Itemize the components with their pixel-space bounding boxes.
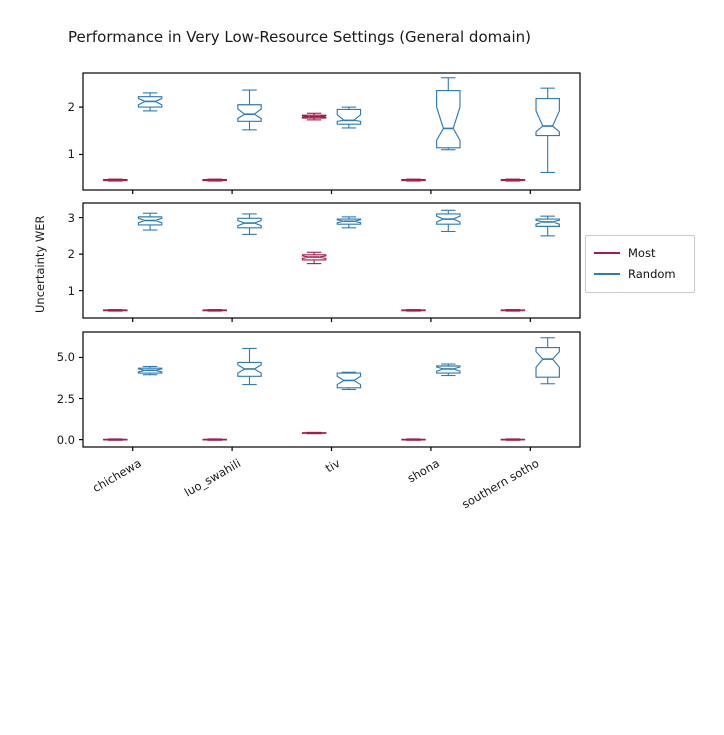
y-tick-label: 1 xyxy=(67,147,75,162)
boxplot-random-4 xyxy=(535,215,560,237)
panel-frame xyxy=(82,72,581,191)
y-tick-label: 5.0 xyxy=(56,350,75,365)
boxplot-random-1 xyxy=(237,347,262,386)
legend-item-random[interactable]: Random xyxy=(594,265,676,283)
y-tick-label: 3 xyxy=(67,210,75,225)
y-tick-label: 0.0 xyxy=(56,432,75,447)
boxplot-most-2 xyxy=(301,251,327,265)
boxplot-most-2 xyxy=(301,112,327,121)
boxplot-most-4 xyxy=(500,309,526,312)
box-notched xyxy=(336,108,362,125)
boxplot-random-2 xyxy=(336,216,362,229)
boxplot-most-0 xyxy=(103,438,128,441)
panel-frame xyxy=(82,331,581,448)
panel-frame xyxy=(82,202,581,319)
boxplot-most-1 xyxy=(202,438,227,441)
boxplot-most-0 xyxy=(103,178,128,182)
boxplot-random-4 xyxy=(535,337,560,385)
boxplot-most-1 xyxy=(202,309,227,312)
box-notched xyxy=(436,89,461,149)
boxplot-random-0 xyxy=(137,212,163,231)
boxplot-most-0 xyxy=(103,309,128,312)
y-tick-label: 2 xyxy=(67,100,75,115)
boxplot-random-2 xyxy=(336,106,362,129)
boxplot-random-3 xyxy=(436,209,461,233)
y-tick-label: 2.5 xyxy=(56,391,75,406)
boxplot-svg xyxy=(79,72,581,451)
legend: Most Random xyxy=(585,235,695,293)
boxplot-random-0 xyxy=(137,365,163,376)
legend-swatch-random xyxy=(594,273,620,275)
box-notched xyxy=(535,347,560,378)
boxplot-most-3 xyxy=(401,178,426,182)
panel-1 xyxy=(79,202,581,322)
boxplot-random-3 xyxy=(436,363,461,377)
legend-label-most: Most xyxy=(628,246,656,260)
boxplot-random-4 xyxy=(535,87,560,174)
boxplot-most-2 xyxy=(301,431,327,435)
boxplot-random-2 xyxy=(336,371,362,391)
boxplot-most-3 xyxy=(401,438,426,441)
boxplot-most-3 xyxy=(401,309,426,312)
boxplot-random-1 xyxy=(237,213,262,235)
boxplot-most-4 xyxy=(500,438,526,441)
boxplot-random-0 xyxy=(137,92,163,112)
y-tick-label: 1 xyxy=(67,283,75,298)
boxplot-random-3 xyxy=(436,77,461,151)
box-notched xyxy=(237,104,262,122)
legend-item-most[interactable]: Most xyxy=(594,244,655,262)
boxplot-most-1 xyxy=(202,178,227,182)
legend-swatch-most xyxy=(594,252,620,254)
figure-canvas: Performance in Very Low-Resource Setting… xyxy=(33,28,695,511)
legend-label-random: Random xyxy=(628,267,676,281)
boxplot-random-1 xyxy=(237,89,262,131)
y-tick-label: 2 xyxy=(67,247,75,262)
panel-0 xyxy=(79,72,581,194)
boxplot-most-4 xyxy=(500,178,526,182)
panel-2 xyxy=(79,331,581,451)
box-notched xyxy=(535,98,560,137)
page-title: Performance in Very Low-Resource Setting… xyxy=(68,28,531,46)
